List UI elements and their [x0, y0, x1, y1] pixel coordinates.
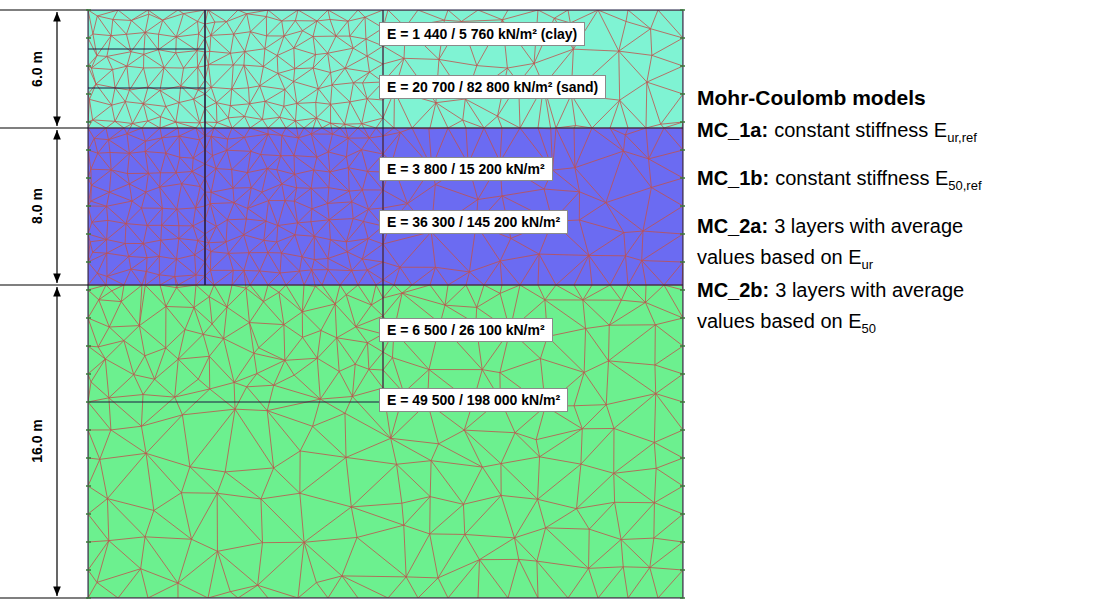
boundary-tick [86, 429, 91, 431]
boundary-tick [86, 177, 91, 179]
model-description: MC_2a: 3 layers with average [697, 214, 963, 238]
boundary-tick [680, 177, 685, 179]
mesh-lines [88, 10, 683, 598]
boundary-tick [86, 597, 91, 599]
boundary-tick [86, 233, 91, 235]
boundary-tick [680, 121, 685, 123]
subscript: ur [862, 257, 874, 272]
boundary-ticks [86, 10, 685, 598]
boundary-tick [86, 541, 91, 543]
dimension-lines [0, 10, 88, 598]
model-text: values based on E [697, 246, 862, 268]
boundary-tick [680, 429, 685, 431]
boundary-tick [680, 261, 685, 263]
boundary-tick [86, 373, 91, 375]
boundary-tick [86, 569, 91, 571]
model-description: values based on Eur [697, 245, 873, 277]
mesh-boundaries [88, 10, 683, 598]
dimension-label: 16.0 m [29, 419, 45, 463]
stiffness-value: E = 49 500 / 198 000 kN/m² [387, 392, 560, 408]
boundary-tick [680, 541, 685, 543]
boundary-tick [680, 569, 685, 571]
stiffness-box: E = 6 500 / 26 100 kN/m² [379, 318, 553, 342]
stiffness-value: E = 6 500 / 26 100 kN/m² [387, 322, 545, 338]
boundary-tick [86, 65, 91, 67]
deep-layer [88, 285, 683, 598]
boundary-tick [86, 149, 91, 151]
boundary-tick [86, 289, 91, 291]
boundary-tick [680, 597, 685, 599]
model-text: constant stiffness E [775, 167, 948, 189]
model-text: 3 layers with average [774, 215, 963, 237]
stiffness-value: E = 1 440 / 5 760 kN/m² (clay) [387, 26, 577, 42]
boundary-tick [680, 373, 685, 375]
boundary-tick [680, 233, 685, 235]
boundary-tick [680, 149, 685, 151]
boundary-tick [86, 485, 91, 487]
model-name: MC_2a: [697, 215, 768, 237]
model-text: constant stiffness E [774, 119, 947, 141]
boundary-tick [680, 457, 685, 459]
stiffness-value: E = 3 800 / 15 200 kN/m² [387, 161, 545, 177]
model-name: MC_2b: [697, 279, 769, 301]
boundary-tick [86, 513, 91, 515]
boundary-tick [86, 9, 91, 11]
boundary-tick [680, 485, 685, 487]
boundary-tick [680, 65, 685, 67]
boundary-tick [86, 345, 91, 347]
boundary-tick [86, 205, 91, 207]
boundary-tick [86, 457, 91, 459]
stiffness-value: E = 36 300 / 145 200 kN/m² [387, 214, 560, 230]
boundary-tick [680, 93, 685, 95]
dimension-label: 6.0 m [29, 51, 45, 87]
model-description: MC_2b: 3 layers with average [697, 278, 964, 302]
model-name: MC_1b: [697, 167, 769, 189]
boundary-tick [680, 205, 685, 207]
boundary-tick [86, 121, 91, 123]
model-description: MC_1a: constant stiffness Eur,ref [697, 118, 977, 150]
boundary-tick [680, 289, 685, 291]
stiffness-box: E = 20 700 / 82 800 kN/m² (sand) [379, 75, 606, 99]
model-description: values based on E50 [697, 309, 876, 341]
boundary-tick [86, 261, 91, 263]
stiffness-value: E = 20 700 / 82 800 kN/m² (sand) [387, 79, 598, 95]
boundary-tick [680, 513, 685, 515]
stiffness-box: E = 3 800 / 15 200 kN/m² [379, 157, 553, 181]
boundary-tick [680, 401, 685, 403]
clay-layer [88, 10, 683, 128]
subscript: 50 [862, 321, 876, 336]
stiffness-box: E = 1 440 / 5 760 kN/m² (clay) [379, 22, 585, 46]
model-description: MC_1b: constant stiffness E50,ref [697, 166, 982, 198]
boundary-tick [86, 401, 91, 403]
stiffness-box: E = 49 500 / 198 000 kN/m² [379, 388, 568, 412]
dimension-label: 8.0 m [29, 188, 45, 224]
boundary-tick [86, 317, 91, 319]
subscript: 50,ref [948, 178, 981, 193]
boundary-tick [86, 93, 91, 95]
boundary-tick [680, 9, 685, 11]
boundary-tick [680, 37, 685, 39]
boundary-tick [680, 317, 685, 319]
model-text: 3 layers with average [775, 279, 964, 301]
stiffness-box: E = 36 300 / 145 200 kN/m² [379, 210, 568, 234]
heading: Mohr-Coulomb models [697, 86, 926, 110]
subscript: ur,ref [947, 130, 977, 145]
boundary-tick [86, 37, 91, 39]
model-text: values based on E [697, 310, 862, 332]
mesh [88, 10, 683, 598]
model-name: MC_1a: [697, 119, 768, 141]
boundary-tick [680, 345, 685, 347]
